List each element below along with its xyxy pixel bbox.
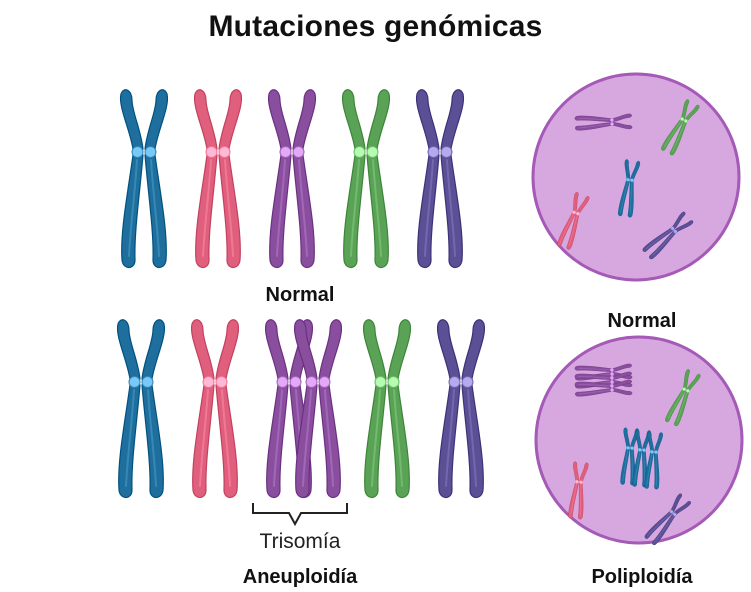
polyploidy-label: Poliploidía [591,566,693,588]
normal-karyotype-row [119,89,465,269]
chromosome-normal-blue [119,89,169,269]
cell-chromosome-blue [618,159,641,218]
aneuploid-karyotype-row [116,319,486,499]
chromosome-normal-pink [193,89,243,269]
aneuploidy-label: Aneuploidía [242,566,358,588]
normal-karyotype-label: Normal [265,284,335,306]
chromosome-aneuploid-indigo [436,319,486,499]
chromosome-aneuploid-blue [116,319,166,499]
cell-chromosome-green [661,99,700,156]
cell-polyploid-pink-1 [568,461,589,520]
normal-cell [531,72,741,282]
figure-title: Mutaciones genómicas [208,10,543,43]
cell-polyploid-green-1 [665,369,701,427]
cell-chromosome-pink [557,192,590,250]
trisomy-bracket [252,503,348,527]
trisomy-label: Trisomía [259,530,341,553]
cell-polyploid-purple-3 [574,379,633,397]
chromosome-trisomy-purple-2 [293,319,343,499]
normal-cell-label: Normal [607,310,677,332]
cell-chromosome-purple [574,113,633,131]
chromosome-normal-green [341,89,391,269]
chromosome-normal-purple [267,89,317,269]
chromosome-normal-indigo [415,89,465,269]
cell-chromosome-indigo [642,211,694,260]
polyploid-cell [534,335,744,546]
chromosome-aneuploid-pink [190,319,240,499]
cell-polyploid-indigo-1 [644,493,691,546]
chromosome-aneuploid-green [362,319,412,499]
cell-polyploid-blue-3 [644,431,663,490]
